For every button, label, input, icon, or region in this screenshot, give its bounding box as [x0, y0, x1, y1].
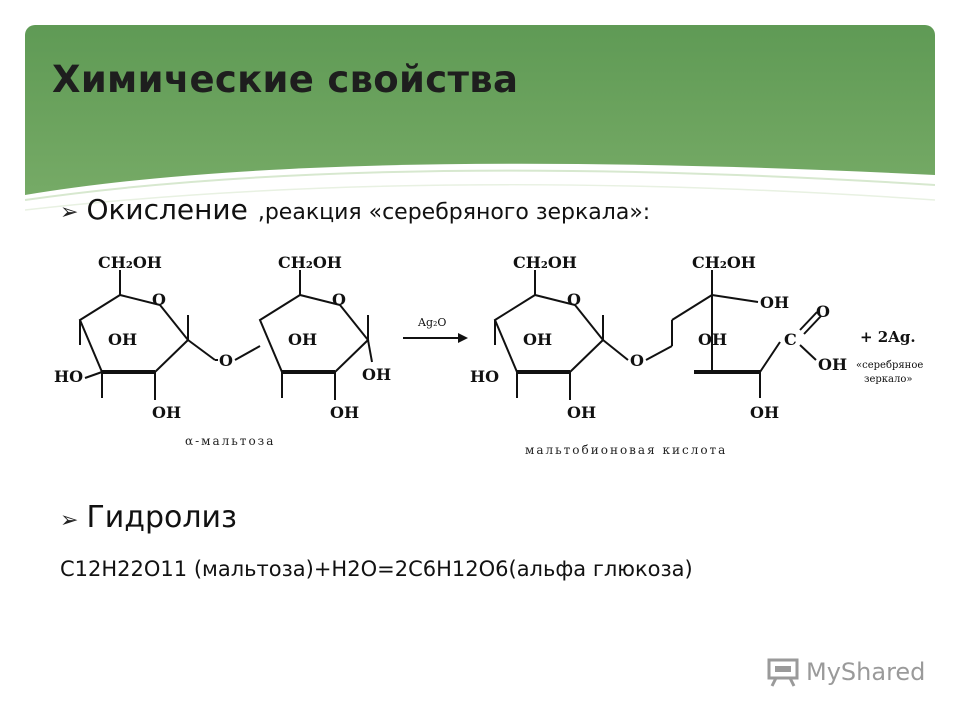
- caption-maltose: α-мальтоза: [185, 434, 275, 448]
- presentation-board-icon: [767, 658, 799, 687]
- label-carbonyl-o: O: [816, 302, 830, 321]
- label-glycosidic-o-2: O: [630, 351, 644, 370]
- label-oh-5: OH: [330, 403, 359, 422]
- maltose-ring-2: CH₂OH O OH OH OH: [258, 253, 391, 422]
- label-reagent: Ag₂O: [417, 316, 446, 329]
- bullet-hydrolysis: ➢ Гидролиз: [60, 500, 237, 535]
- label-mirror-line1: «серебряное: [856, 360, 923, 371]
- label-ring-o-1: O: [152, 290, 166, 309]
- label-ch2oh-3: CH₂OH: [513, 253, 577, 272]
- maltose-ring-1: CH₂OH O OH HO OH: [54, 253, 216, 422]
- watermark-text: MyShared: [806, 658, 926, 686]
- bullet-oxidation-detail: ,реакция «серебряного зеркала»:: [257, 200, 651, 225]
- caption-maltobionic-acid: мальтобионовая кислота: [525, 443, 727, 457]
- label-oh-8: OH: [760, 293, 789, 312]
- label-carbon: C: [784, 330, 797, 349]
- bullet-oxidation-label: Окисление: [86, 193, 248, 226]
- label-oh-11: OH: [750, 403, 779, 422]
- bullet-oxidation: ➢ Окисление ,реакция «серебряного зеркал…: [60, 193, 650, 226]
- label-silver-product: + 2Ag.: [860, 328, 916, 346]
- label-oh-3: OH: [288, 330, 317, 349]
- bullet-arrow-icon: ➢: [60, 508, 79, 533]
- label-oh-1: OH: [108, 330, 137, 349]
- label-oh-7: OH: [567, 403, 596, 422]
- label-oh-4: OH: [362, 365, 391, 384]
- watermark-logo: MyShared: [766, 657, 925, 687]
- bullet-arrow-icon: ➢: [60, 200, 79, 225]
- label-mirror-line2: зеркало»: [864, 374, 912, 385]
- acid-ring-1: CH₂OH O OH HO OH: [470, 253, 629, 422]
- label-ring-o-3: O: [567, 290, 581, 309]
- label-oh-6: OH: [523, 330, 552, 349]
- hydrolysis-formula: С12Н22О11 (мальтоза)+Н2О=2С6Н12О6(альфа …: [60, 557, 693, 581]
- label-oh-10: OH: [818, 355, 847, 374]
- bullet-hydrolysis-label: Гидролиз: [86, 500, 237, 535]
- label-ch2oh-4: CH₂OH: [692, 253, 756, 272]
- reaction-arrow: Ag₂O: [403, 316, 468, 343]
- label-oh-9: OH: [698, 330, 727, 349]
- banner-swoosh: [25, 163, 935, 255]
- label-ho-2: HO: [470, 367, 499, 386]
- acid-open-chain: CH₂OH OH OH C O OH OH: [671, 253, 847, 422]
- title-banner: [25, 25, 935, 255]
- reaction-diagram: CH₂OH O OH HO OH O CH₂OH O OH OH OH α-ма…: [54, 253, 923, 457]
- label-ring-o-2: O: [332, 290, 346, 309]
- label-oh-2: OH: [152, 403, 181, 422]
- label-ho-1: HO: [54, 367, 83, 386]
- label-glycosidic-o-1: O: [219, 351, 233, 370]
- label-ch2oh-2: CH₂OH: [278, 253, 342, 272]
- label-ch2oh-1: CH₂OH: [98, 253, 162, 272]
- slide-title: Химические свойства: [52, 58, 519, 101]
